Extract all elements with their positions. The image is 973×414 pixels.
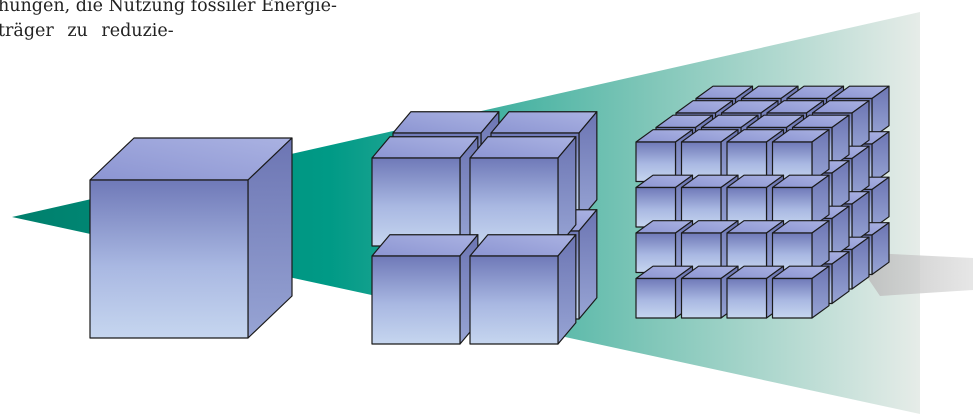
cube-front-face [371,255,461,345]
cube-front-face [771,277,813,319]
cube [771,265,830,319]
cube-front-face [635,277,677,319]
cube-group-block-4x4x4 [635,85,890,319]
body-text-line-2: träger zu reduzie- [0,21,174,41]
cube [469,234,577,345]
cube-front-face [469,255,559,345]
cube [726,174,785,228]
body-text-line-1: hungen, die Nutzung fossiler Energie- [0,0,337,16]
cube [771,129,830,183]
cube-front-face [469,157,559,247]
cube [371,136,479,247]
cube [771,220,830,274]
cube-front-face [89,179,249,339]
cube-group-single-block [89,137,293,339]
cube [680,174,739,228]
cube-front-face [680,277,722,319]
cube-front-face [726,277,768,319]
cube [771,174,830,228]
cube-groups [89,85,890,345]
cube [469,136,577,247]
cube [371,234,479,345]
cube-group-block-2x2x2 [371,111,598,345]
cube [89,137,293,339]
cube-front-face [371,157,461,247]
